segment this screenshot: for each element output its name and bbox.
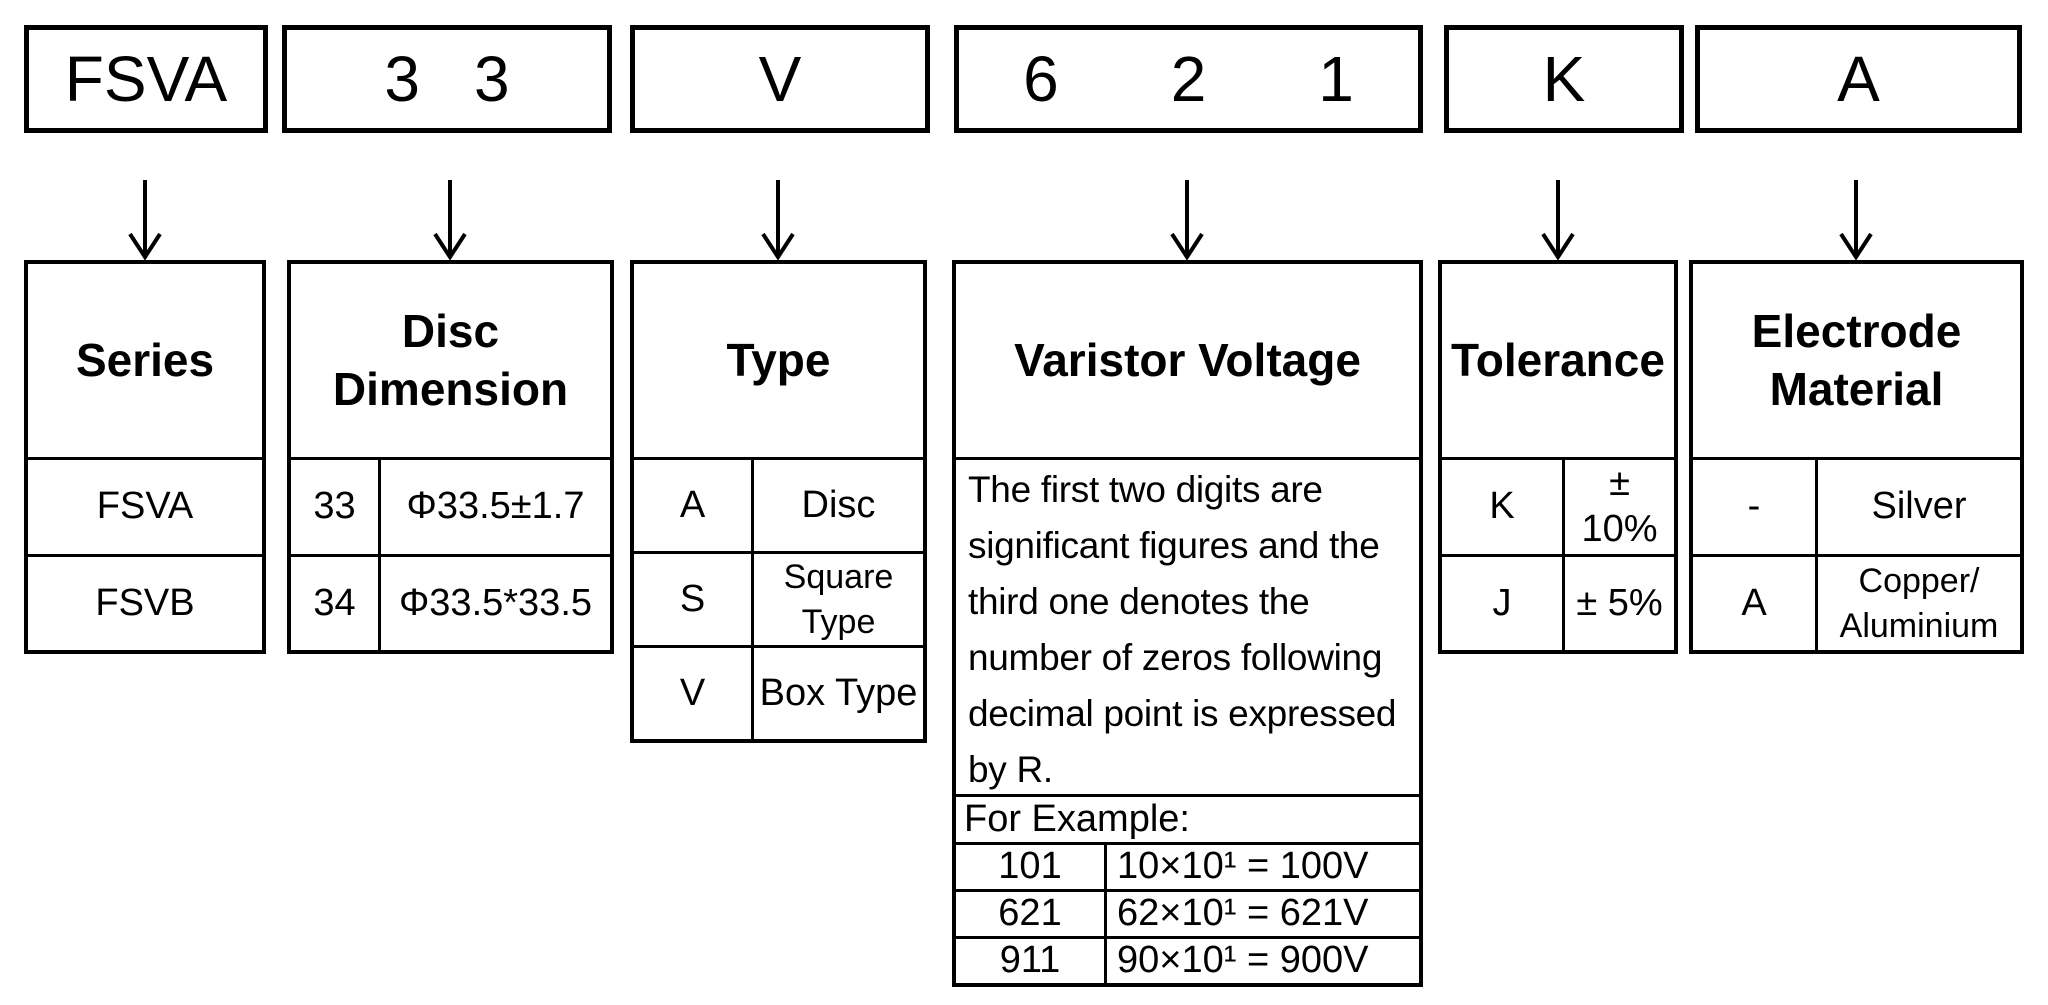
example-formula: 10×10¹ = 100V: [1104, 845, 1419, 889]
down-arrow-icon: [128, 180, 162, 260]
series-table: Series FSVA FSVB: [24, 260, 266, 654]
example-code: 911: [999, 939, 1061, 982]
desc-cell: Box Type: [751, 648, 923, 739]
disc-dimension-table: Disc Dimension 33 Φ33.5±1.7 34 Φ33.5*33.…: [287, 260, 614, 654]
code-segment: FSVA: [64, 43, 228, 115]
code-cell: J: [1492, 581, 1512, 624]
example-formula: 62×10¹ = 621V: [1104, 892, 1419, 936]
table-row: 101 10×10¹ = 100V: [956, 842, 1419, 889]
desc-cell: Copper/ Aluminium: [1815, 557, 2020, 650]
down-arrow-icon: [1839, 180, 1873, 260]
code-segment: 6: [1023, 43, 1059, 115]
code-cell: -: [1747, 485, 1761, 528]
table-row: 911 90×10¹ = 900V: [956, 936, 1419, 983]
code-segment: 2: [1170, 43, 1207, 115]
varistor-voltage-title: Varistor Voltage: [1014, 333, 1361, 386]
example-table: 101 10×10¹ = 100V 621 62×10¹ = 621V 911 …: [956, 842, 1419, 983]
code-segment: 1: [1318, 43, 1354, 115]
table-row: V Box Type: [634, 645, 923, 739]
type-table: Type A Disc S Square Type V Box Type: [630, 260, 927, 743]
tolerance-table: Tolerance K ± 10% J ± 5%: [1438, 260, 1678, 654]
disc-dimension-title: Disc Dimension: [332, 305, 569, 415]
example-formula: 90×10¹ = 900V: [1104, 939, 1419, 983]
code-segment: A: [1837, 43, 1880, 115]
down-arrow-icon: [761, 180, 795, 260]
code-cell: A: [1741, 581, 1767, 624]
table-row: 33 Φ33.5±1.7: [291, 457, 610, 554]
type-title: Type: [726, 333, 831, 386]
table-row: K ± 10%: [1442, 457, 1674, 554]
varistor-voltage-table: Varistor Voltage The first two digits ar…: [952, 260, 1423, 987]
table-row: FSVA: [28, 457, 262, 554]
desc-cell: Disc: [751, 460, 923, 551]
desc-cell: ± 10%: [1562, 460, 1674, 554]
table-row: A Copper/ Aluminium: [1693, 554, 2020, 650]
table-row: FSVB: [28, 554, 262, 650]
table-row: - Silver: [1693, 457, 2020, 554]
table-row: A Disc: [634, 457, 923, 551]
code-cell: K: [1489, 485, 1515, 528]
desc-cell: ± 5%: [1562, 557, 1674, 650]
code-cell: V: [679, 671, 706, 714]
code-box-electrode-material: A: [1695, 25, 2022, 133]
code-cell: S: [679, 577, 706, 620]
code-segment: V: [758, 43, 802, 115]
code-box-series: FSVA: [24, 25, 268, 133]
code-box-varistor-voltage: 6 2 1: [954, 25, 1423, 133]
down-arrow-icon: [1541, 180, 1575, 260]
desc-cell: Silver: [1815, 460, 2020, 554]
example-code: 101: [998, 845, 1062, 888]
series-value: FSVA: [96, 485, 194, 528]
code-segment: K: [1542, 43, 1586, 115]
series-value: FSVB: [95, 581, 195, 624]
desc-cell: Φ33.5*33.5: [378, 557, 610, 650]
code-box-tolerance: K: [1444, 25, 1684, 133]
code-cell: A: [679, 483, 706, 526]
electrode-material-title: Electrode Material: [1751, 305, 1962, 415]
code-box-disc-dimension: 3 3: [282, 25, 612, 133]
table-row: 34 Φ33.5*33.5: [291, 554, 610, 650]
series-title: Series: [75, 333, 215, 386]
tolerance-title: Tolerance: [1451, 333, 1665, 386]
electrode-material-table: Electrode Material - Silver A Copper/ Al…: [1689, 260, 2024, 654]
code-segment: 3: [474, 43, 510, 115]
example-code: 621: [998, 892, 1062, 935]
table-row: J ± 5%: [1442, 554, 1674, 650]
code-box-type: V: [630, 25, 930, 133]
varistor-voltage-description: The first two digits are significant fig…: [956, 457, 1419, 794]
table-row: S Square Type: [634, 551, 923, 645]
desc-cell: Φ33.5±1.7: [378, 460, 610, 554]
example-label: For Example:: [956, 794, 1419, 842]
down-arrow-icon: [1170, 180, 1204, 260]
code-segment: 3: [384, 43, 420, 115]
down-arrow-icon: [433, 180, 467, 260]
desc-cell: Square Type: [751, 554, 923, 645]
code-cell: 33: [313, 485, 356, 528]
table-row: 621 62×10¹ = 621V: [956, 889, 1419, 936]
code-cell: 34: [313, 581, 356, 624]
